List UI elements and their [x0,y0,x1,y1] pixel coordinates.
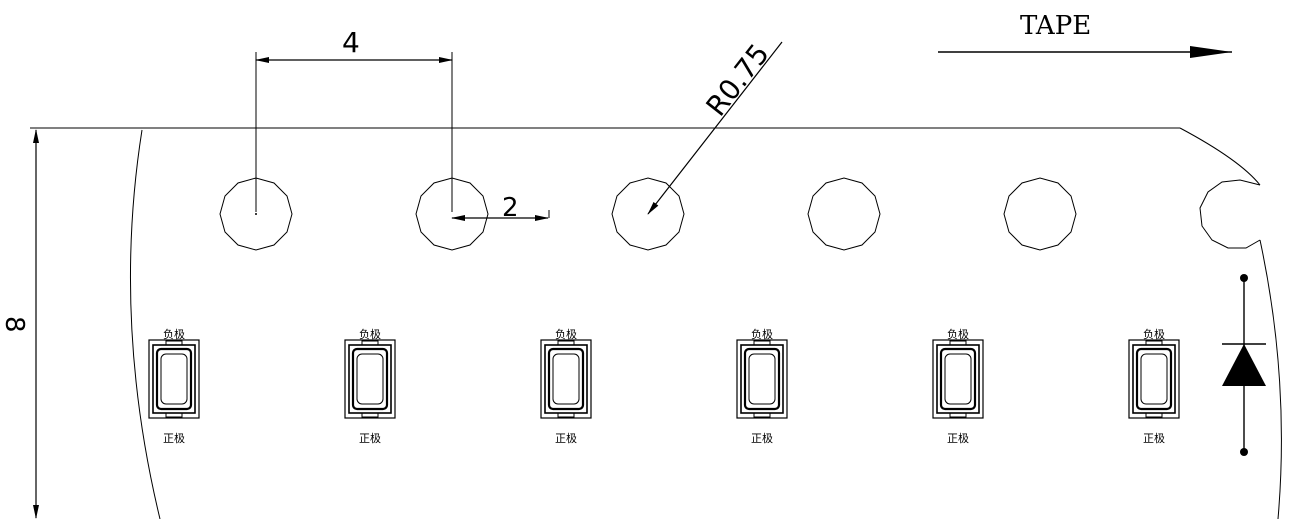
dimension-width: 8 [0,129,39,519]
anode-label: 正极 [555,431,577,445]
tape-arrow-head [1190,46,1232,58]
tape-label: TAPE [1020,11,1091,41]
width-value: 8 [0,316,29,333]
cathode-label: 负极 [359,327,381,341]
led-window [944,353,972,405]
led-window [160,353,188,405]
pitch-value: 4 [342,26,360,59]
tape-outline [30,127,1282,519]
bottom-terminal [949,412,967,418]
sprocket-hole [219,177,293,251]
led-body [152,344,196,414]
cathode-label: 负极 [1143,327,1165,341]
top-terminal [165,340,183,346]
cathode-label: 负极 [751,327,773,341]
dimension-radius: R0.75 [647,38,783,215]
sprocket-hole-partial [1199,179,1261,249]
sprocket-hole [807,177,881,251]
sprocket-holes [219,177,1261,251]
diode-symbol-icon [1222,274,1266,456]
anode-label: 正极 [163,431,185,445]
cathode-label: 负极 [555,327,577,341]
led-window [748,353,776,405]
bottom-terminal [165,412,183,418]
dimension-hole-offset: 2 [451,193,550,223]
bottom-terminal [557,412,575,418]
sprocket-hole [1003,177,1077,251]
led-lens [939,347,977,411]
tape-direction: TAPE [938,11,1232,58]
led-window [552,353,580,405]
sprocket-hole [611,177,685,251]
pocket-outline [932,339,984,419]
led-body [936,344,980,414]
led-lens [743,347,781,411]
led-body [1132,344,1176,414]
tape-right-lower-curve [1259,239,1282,519]
led-window [1140,353,1168,405]
bottom-terminal [753,412,771,418]
pocket-outline [148,339,200,419]
pocket-outline [540,339,592,419]
tape-right-upper-curve [1179,127,1261,186]
pocket-outline [736,339,788,419]
led-lens [1135,347,1173,411]
cathode-label: 负极 [947,327,969,341]
dimension-pitch: 4 [255,26,453,212]
led-lens [547,347,585,411]
top-terminal [753,340,771,346]
led-body [544,344,588,414]
top-terminal [949,340,967,346]
anode-label: 正极 [359,431,381,445]
led-body [740,344,784,414]
offset-value: 2 [502,193,519,223]
bottom-terminal [361,412,379,418]
radius-value: R0.75 [700,38,776,123]
sprocket-hole [415,177,489,251]
led-window [356,353,384,405]
led-body [348,344,392,414]
led-lens [155,347,193,411]
top-terminal [1145,340,1163,346]
pocket-outline [344,339,396,419]
anode-label: 正极 [751,431,773,445]
led-lens [351,347,389,411]
anode-label: 正极 [947,431,969,445]
hole-center [255,213,257,215]
top-terminal [361,340,379,346]
anode-label: 正极 [1143,431,1165,445]
cathode-label: 负极 [163,327,185,341]
pocket-outline [1128,339,1180,419]
top-terminal [557,340,575,346]
tape-left-cut [129,129,161,519]
bottom-terminal [1145,412,1163,418]
radius-leader-line [647,41,783,215]
